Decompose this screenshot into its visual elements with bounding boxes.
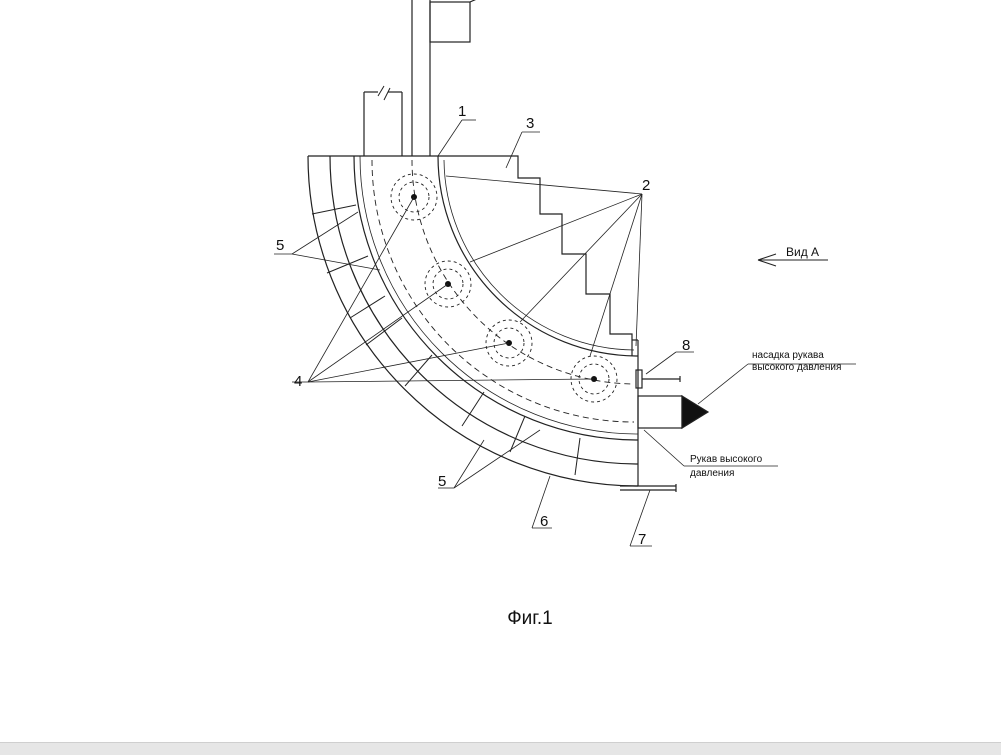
circle-centers bbox=[411, 194, 597, 382]
figure-caption: Фиг.1 bbox=[507, 608, 553, 629]
top-column bbox=[411, 0, 476, 156]
bottom-bar bbox=[0, 742, 1001, 755]
stepped-wall bbox=[438, 155, 639, 486]
label-1: 1 bbox=[458, 103, 466, 120]
outer-layers bbox=[307, 155, 639, 487]
pipe-stub bbox=[363, 85, 403, 156]
segment-dividers bbox=[311, 204, 581, 476]
label-nozzle-1: насадка рукава bbox=[752, 350, 824, 361]
label-5-bottom: 5 bbox=[438, 473, 446, 490]
label-8: 8 bbox=[682, 337, 690, 354]
view-arrow bbox=[757, 253, 828, 267]
label-6: 6 bbox=[540, 513, 548, 530]
nozzle bbox=[637, 394, 710, 430]
label-hose-1: Рукав высокого bbox=[690, 454, 763, 465]
label-3: 3 bbox=[526, 115, 534, 132]
label-2: 2 bbox=[642, 177, 650, 194]
callout-lines bbox=[274, 119, 856, 547]
label-view-a: Вид А bbox=[786, 245, 819, 259]
label-5-top: 5 bbox=[276, 237, 284, 254]
label-hose-2: давления bbox=[690, 468, 734, 479]
nozzle-circles bbox=[390, 173, 618, 403]
label-4: 4 bbox=[294, 373, 302, 390]
inner-wall bbox=[354, 155, 639, 423]
bracket-8 bbox=[635, 369, 681, 389]
bracket-7 bbox=[620, 484, 677, 492]
label-7: 7 bbox=[638, 531, 646, 548]
label-nozzle-2: высокого давления bbox=[752, 362, 841, 373]
